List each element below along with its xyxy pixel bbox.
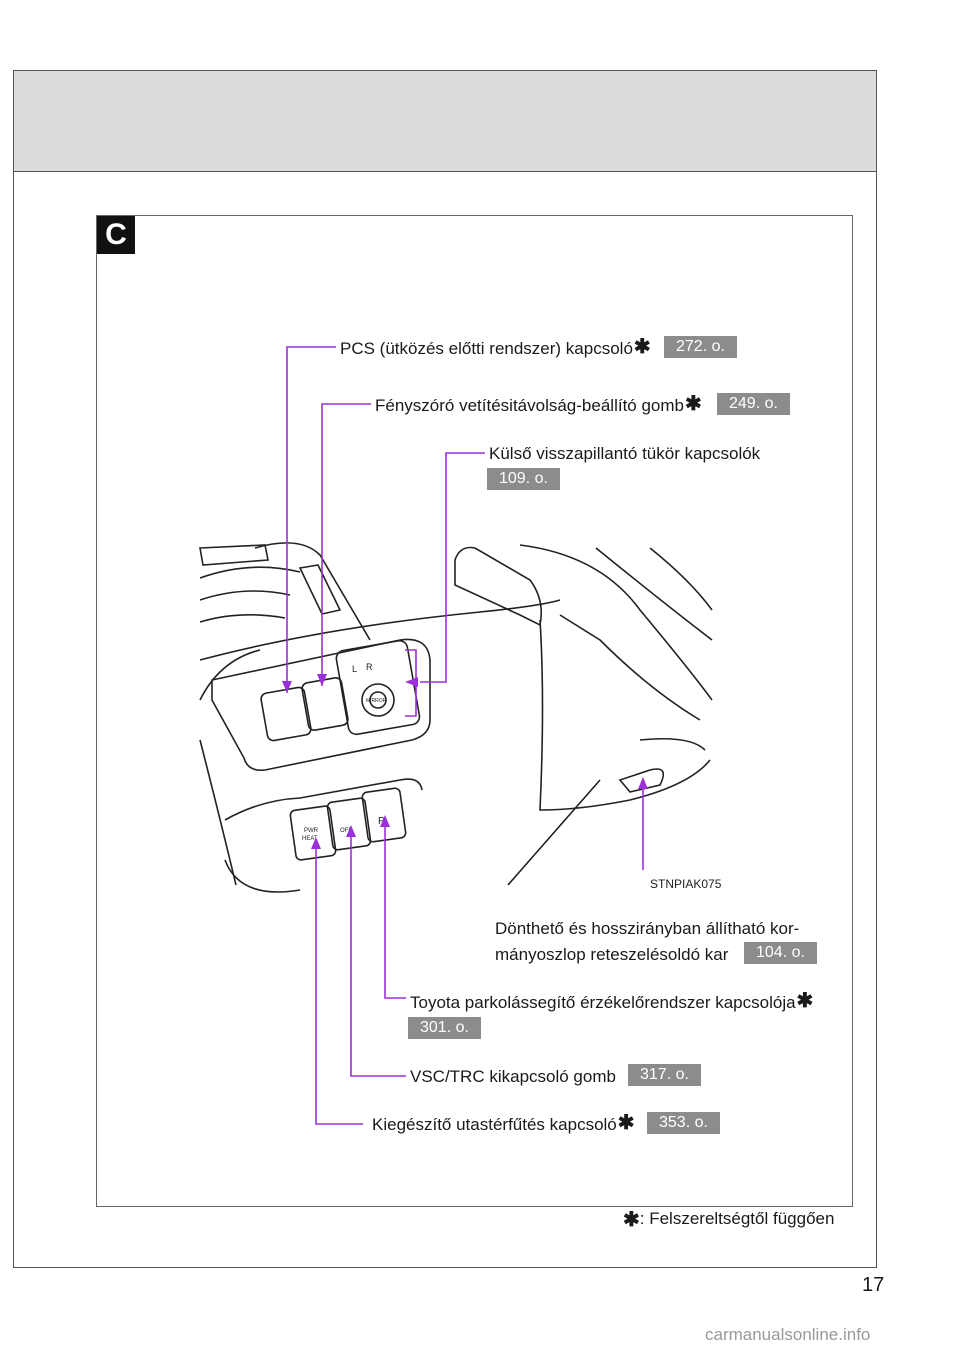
- heat-pwr-label: PWR: [304, 828, 319, 834]
- ref-mirror[interactable]: 109. o.: [487, 468, 560, 490]
- mirror-r-label: R: [366, 662, 373, 672]
- asterisk-mark: ✱: [796, 990, 814, 1012]
- page-number: 17: [862, 1274, 885, 1296]
- asterisk-mark: ✱: [685, 393, 702, 415]
- callout-mirror: Külső visszapillantó tükör kapcsolók: [489, 444, 761, 463]
- watermark: carmanualsonline.info: [705, 1325, 871, 1344]
- heat-heat-label: HEAT: [302, 836, 318, 842]
- page-frame: [13, 70, 877, 1268]
- callout-headlight: Fényszóró vetítésitávolság-beállító gomb…: [375, 393, 702, 416]
- footnote: ✱: Felszereltségtől függően: [622, 1209, 834, 1234]
- leader-lines: [286, 346, 644, 1125]
- ref-tilt[interactable]: 104. o.: [744, 942, 817, 964]
- callout-parking-text: Toyota parkolássegítő érzékelőrendszer k…: [410, 993, 796, 1012]
- callout-heater: Kiegészítő utastérfűtés kapcsoló✱: [372, 1112, 635, 1135]
- section-badge: C: [97, 216, 135, 254]
- callout-tilt: mányoszlop reteszelésoldó kar: [495, 945, 729, 964]
- callout-pcs: PCS (ütközés előtti rendszer) kapcsoló✱: [340, 336, 651, 359]
- mirror-l-label: L: [352, 664, 357, 674]
- parking-p-label: P: [378, 816, 385, 827]
- callout-parking: Toyota parkolássegítő érzékelőrendszer k…: [410, 990, 814, 1013]
- ref-headlight[interactable]: 249. o.: [717, 393, 790, 415]
- callout-heater-text: Kiegészítő utastérfűtés kapcsoló: [372, 1115, 617, 1134]
- footnote-asterisk: ✱: [623, 1209, 640, 1231]
- image-code: STNPIAK075: [650, 877, 722, 891]
- callout-tilt-line1: Dönthető és hosszirányban állítható kor-: [495, 919, 800, 938]
- ref-heater[interactable]: 353. o.: [647, 1112, 720, 1134]
- ref-pcs[interactable]: 272. o.: [664, 336, 737, 358]
- footnote-text: : Felszereltségtől függően: [639, 1209, 835, 1228]
- mirror-knob-label: MIRROR: [366, 698, 387, 704]
- callout-pcs-text: PCS (ütközés előtti rendszer) kapcsoló: [340, 339, 633, 358]
- ref-parking[interactable]: 301. o.: [408, 1017, 481, 1039]
- asterisk-mark: ✱: [617, 1112, 635, 1134]
- vsc-off-label: OFF: [340, 828, 352, 834]
- ref-vsc[interactable]: 317. o.: [628, 1064, 701, 1086]
- header-band: [14, 71, 876, 172]
- asterisk-mark: ✱: [633, 336, 651, 358]
- section-frame: [96, 215, 853, 1207]
- callout-vsc: VSC/TRC kikapcsoló gomb: [410, 1067, 616, 1086]
- callout-headlight-text: Fényszóró vetítésitávolság-beállító gomb: [375, 396, 684, 415]
